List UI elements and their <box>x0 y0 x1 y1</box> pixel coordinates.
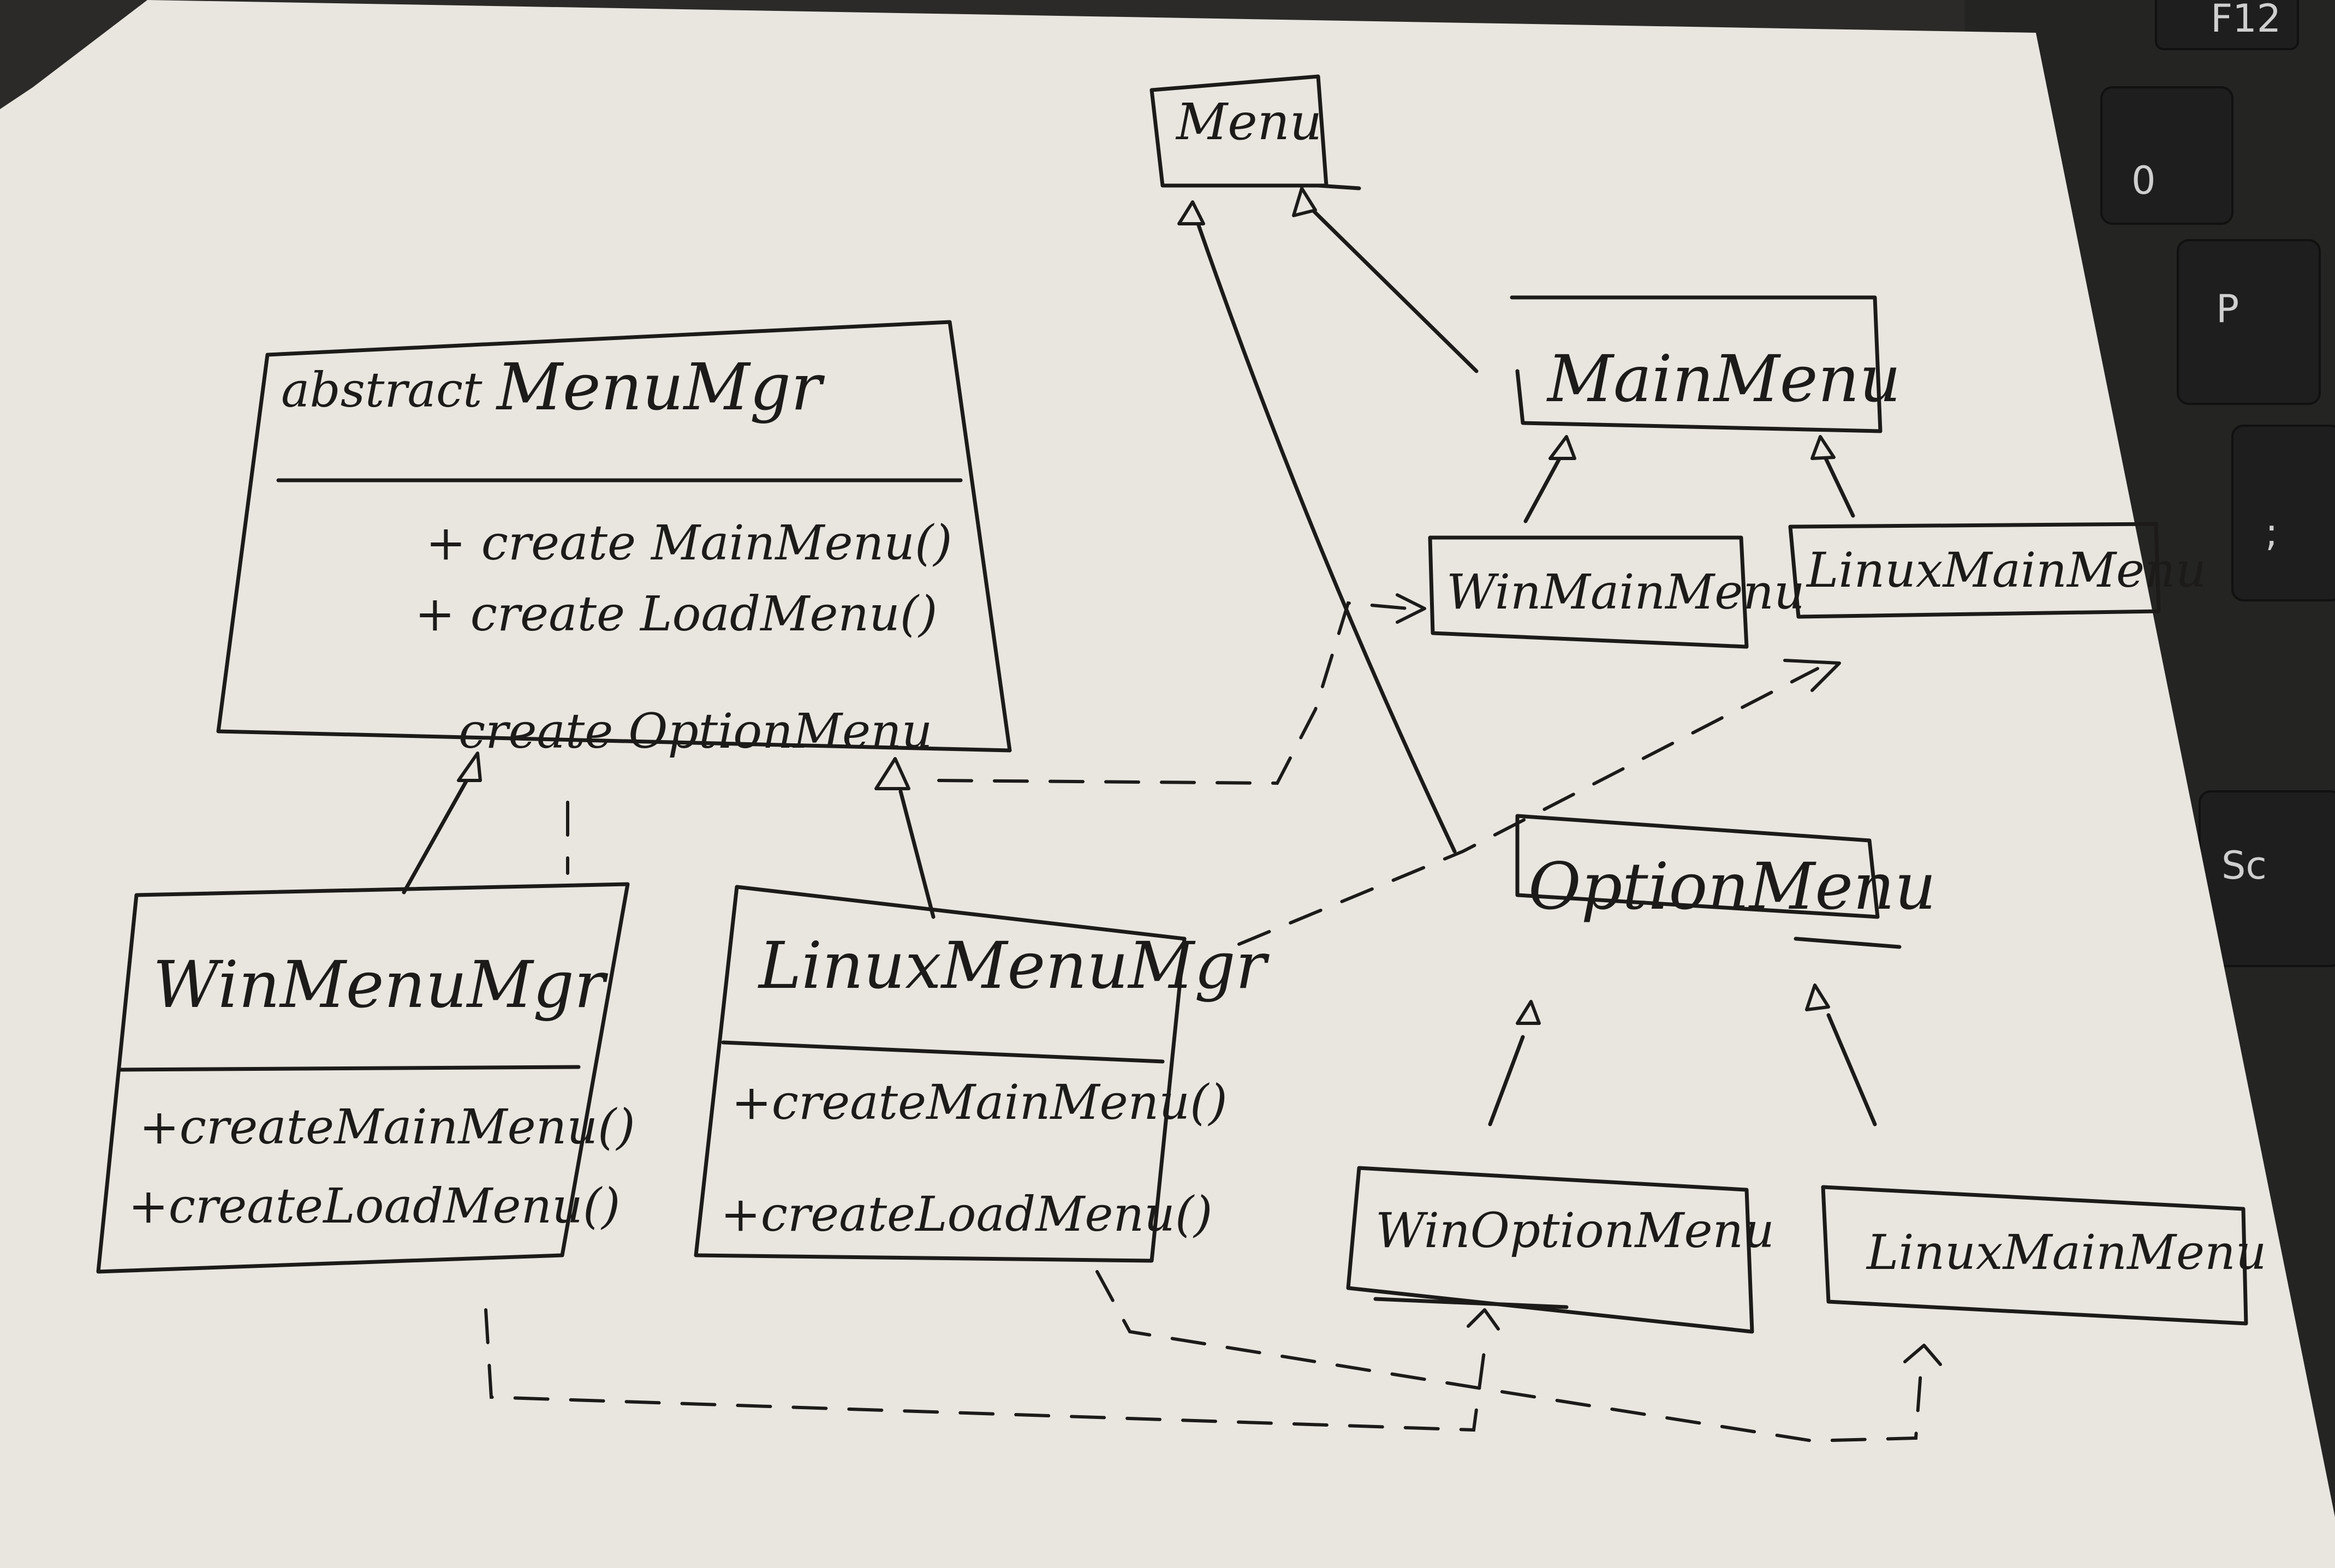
keyboard-key-semicolon <box>2231 425 2335 601</box>
keyboard-key-label: F12 <box>2211 0 2281 41</box>
keyboard-key-label: P <box>2216 287 2239 331</box>
class-linux-menu-mgr: LinuxMenuMgr +createMainMenu() +createLo… <box>694 885 1270 1263</box>
inheritance-arrows <box>402 187 1877 1126</box>
keyboard-key-0 <box>2100 86 2233 225</box>
class-menu-mgr: abstract MenuMgr + create MainMenu() + c… <box>216 320 1012 759</box>
class-menu-name: Menu <box>1175 93 1322 151</box>
dependency-arrows <box>484 593 1942 1443</box>
class-linux-main-menu-bottom-name: LinuxMainMenu <box>1866 1224 2267 1280</box>
class-win-menu-mgr-op: +createMainMenu() <box>139 1099 635 1155</box>
keyboard-key-f12 <box>2155 0 2299 50</box>
class-win-menu-mgr-op: +createLoadMenu() <box>128 1178 620 1234</box>
class-menu-mgr-name: MenuMgr <box>496 349 825 425</box>
class-linux-menu-mgr-op: +createLoadMenu() <box>720 1186 1212 1242</box>
class-win-option-menu-name: WinOptionMenu <box>1375 1202 1774 1259</box>
class-linux-main-menu-top: LinuxMainMenu <box>1788 522 2207 619</box>
class-main-menu: MainMenu <box>1510 295 1901 433</box>
class-menu-mgr-op: + create LoadMenu() <box>415 586 937 642</box>
class-linux-menu-mgr-name: LinuxMenuMgr <box>758 928 1270 1003</box>
class-main-menu-name: MainMenu <box>1546 341 1901 416</box>
class-option-menu: OptionMenu <box>1515 814 1936 949</box>
keyboard-key-label: Sc <box>2221 843 2267 888</box>
class-menu-mgr-op: create OptionMenu <box>458 703 932 759</box>
class-linux-menu-mgr-op: +createMainMenu() <box>731 1074 1228 1130</box>
class-win-option-menu: WinOptionMenu <box>1346 1166 1774 1334</box>
keyboard-key-label: 0 <box>2131 158 2156 203</box>
keyboard-key-sc <box>2199 790 2335 967</box>
class-menu-mgr-prefix: abstract <box>281 362 483 418</box>
class-win-menu-mgr: WinMenuMgr +createMainMenu() +createLoad… <box>96 882 635 1274</box>
class-option-menu-name: OptionMenu <box>1528 849 1936 924</box>
class-menu: Menu <box>1149 74 1361 190</box>
keyboard-key-p <box>2177 239 2321 405</box>
keyboard-key-label: ; <box>2265 510 2278 555</box>
class-win-main-menu-name: WinMainMenu <box>1446 564 1805 620</box>
class-linux-main-menu-top-name: LinuxMainMenu <box>1806 542 2207 598</box>
class-linux-main-menu-bottom: LinuxMainMenu <box>1821 1185 2267 1326</box>
class-menu-mgr-op: + create MainMenu() <box>426 515 952 571</box>
class-win-main-menu: WinMainMenu <box>1428 535 1805 649</box>
class-win-menu-mgr-name: WinMenuMgr <box>153 947 609 1022</box>
